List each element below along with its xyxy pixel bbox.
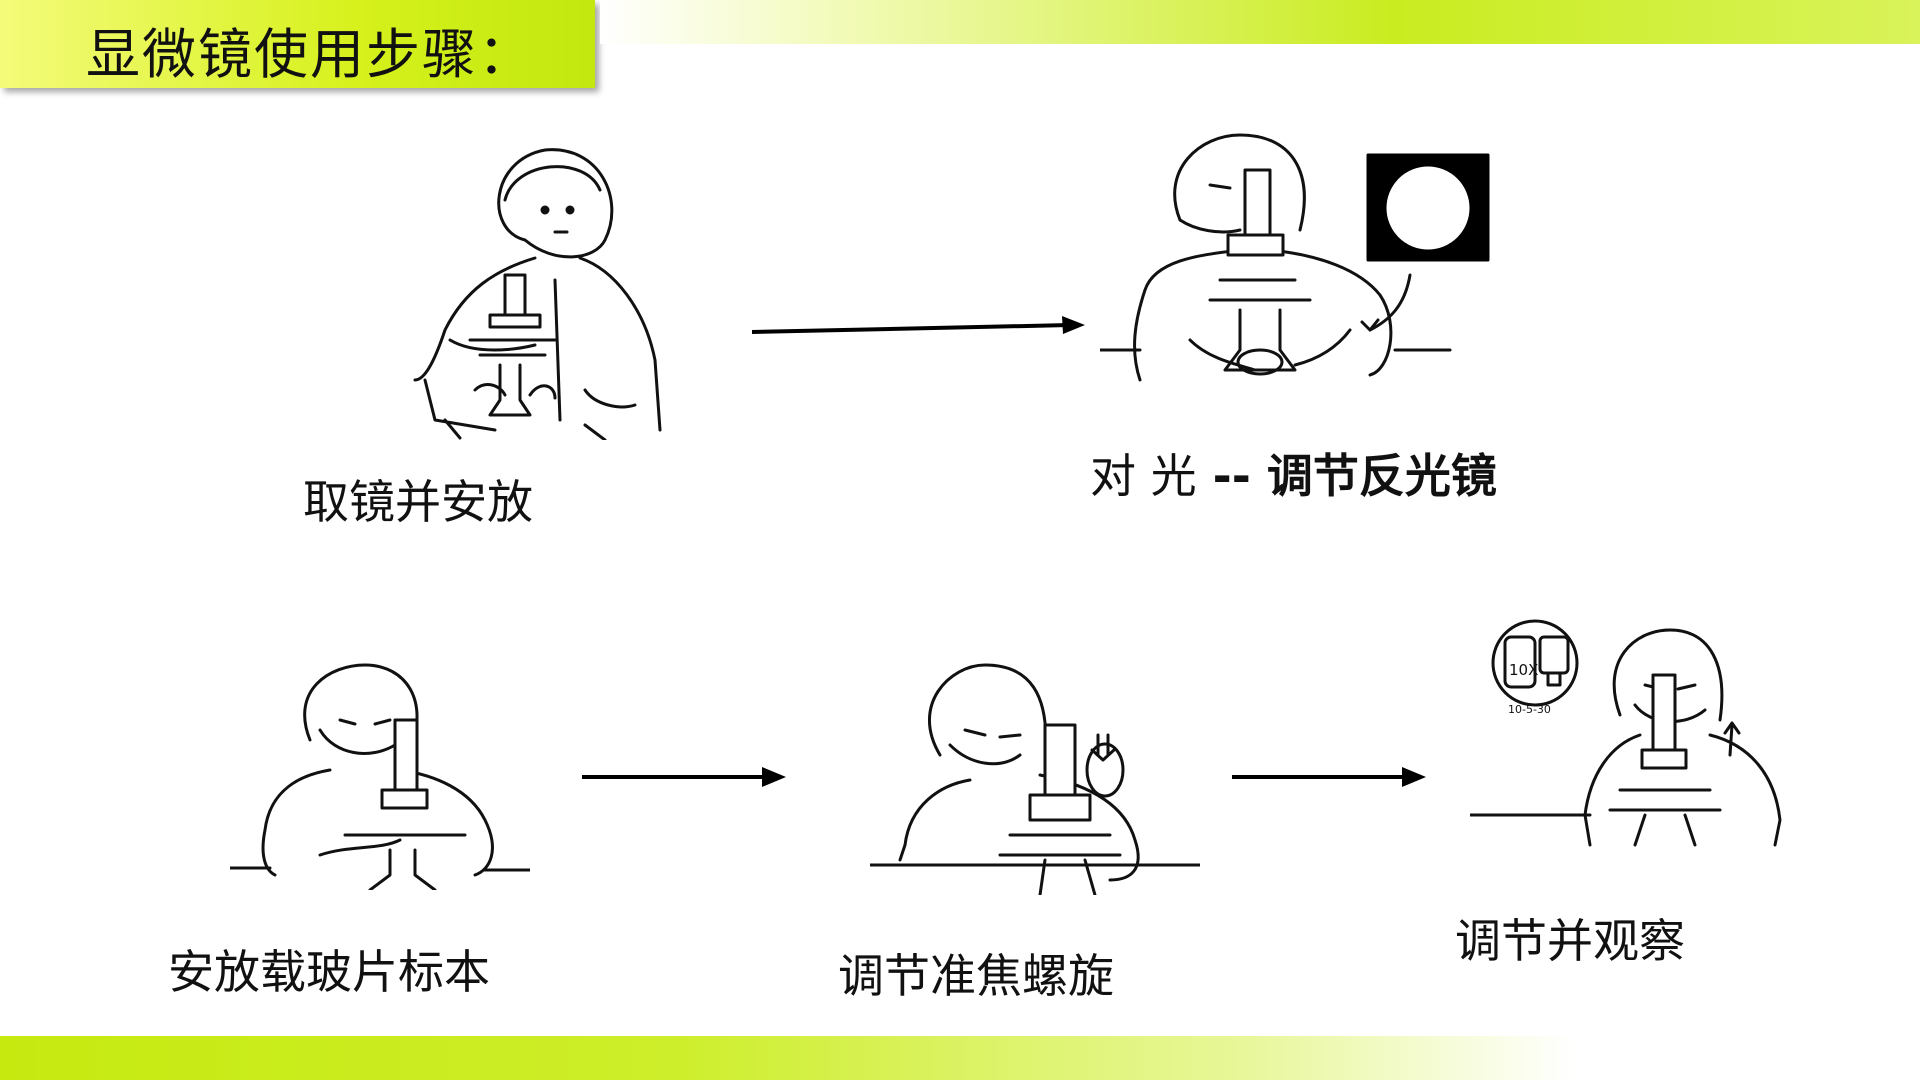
step2-illustration <box>1100 133 1490 382</box>
step4-caption: 调节准焦螺旋 <box>838 949 1114 1003</box>
step2-caption-bold: 调节反光镜 <box>1266 449 1497 503</box>
step4-illustration <box>870 663 1200 895</box>
arrow-step4-to-step5 <box>1232 767 1426 787</box>
step1-caption: 取镜并安放 <box>303 475 533 529</box>
eyepiece-lens-label: 10X <box>1509 661 1539 679</box>
arrow-step1-to-step2 <box>751 316 1085 334</box>
step3-caption: 安放载玻片标本 <box>168 945 490 999</box>
step5-illustration <box>1470 619 1782 847</box>
step1-illustration <box>413 148 662 440</box>
bottom-decor-strip <box>0 1036 1920 1080</box>
page-title: 显微镜使用步骤： <box>86 23 534 86</box>
step5-caption: 调节并观察 <box>1455 914 1685 968</box>
objective-lens-label: 10-5-30 <box>1508 703 1551 716</box>
step3-illustration <box>230 663 530 890</box>
step2-caption-sep: -- <box>1196 449 1267 503</box>
top-decor-strip <box>600 0 1920 44</box>
arrow-step3-to-step4 <box>582 767 786 787</box>
title-banner: 显微镜使用步骤： <box>0 0 595 88</box>
step2-caption-prefix: 对 光 <box>1090 449 1197 503</box>
step2-caption: 对 光 -- 调节反光镜 <box>1090 440 1497 506</box>
